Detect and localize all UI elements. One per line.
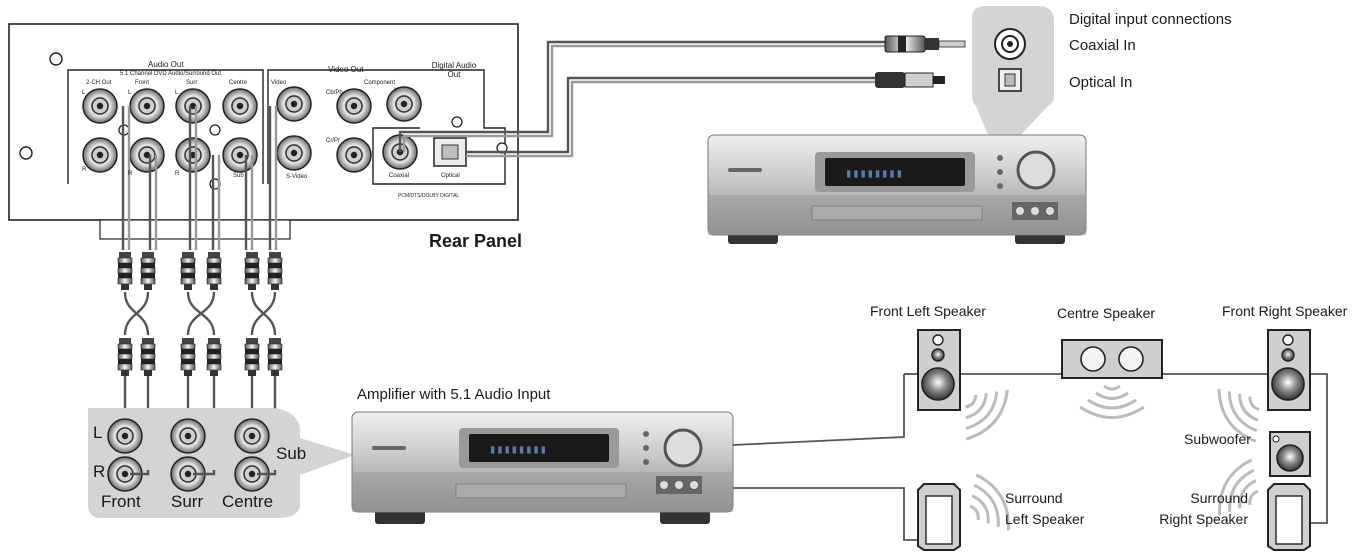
rca-plugs-upper	[117, 251, 283, 291]
centre-speaker-label: Centre Speaker	[1057, 305, 1156, 321]
r-jack-label-3: R	[175, 171, 180, 177]
amplifier: ▮▮▮▮▮▮▮▮	[351, 411, 734, 524]
video-jack-label: Video	[271, 80, 287, 86]
svg-text:▮▮▮▮▮▮▮▮: ▮▮▮▮▮▮▮▮	[845, 166, 903, 180]
l-jack-label-2: L	[128, 90, 132, 96]
y-label: Y	[394, 88, 399, 94]
front-left-speaker-label: Front Left Speaker	[870, 303, 986, 319]
amp-input-centre-label: Centre	[222, 492, 274, 511]
audio-out-label: Audio Out	[148, 60, 184, 69]
digital-input-callout	[875, 6, 1054, 140]
coaxial-jack-label: Coaxial	[389, 173, 410, 179]
video-out-label: Video Out	[328, 65, 364, 74]
amp-input-l-label: L	[93, 423, 103, 442]
optical-in-label: Optical In	[1069, 74, 1133, 91]
front-right-speaker-label: Front Right Speaker	[1222, 303, 1348, 319]
rca-plugs-lower	[117, 337, 283, 377]
amp-input-r-label: R	[93, 462, 106, 481]
rear-panel-title: Rear Panel	[429, 231, 523, 251]
surround-right-label-1: Surround	[1190, 490, 1248, 506]
amplifier-title: Amplifier with 5.1 Audio Input	[357, 386, 551, 403]
speaker-centre	[1061, 339, 1163, 419]
amp-input-front-label: Front	[101, 492, 141, 511]
l-jack-label-3: L	[175, 90, 179, 96]
svg-text:▮▮▮▮▮▮▮▮: ▮▮▮▮▮▮▮▮	[489, 442, 547, 456]
subwoofer-label: Subwoofer	[1184, 431, 1251, 447]
speaker-subwoofer	[1269, 431, 1311, 477]
front-jack-label: Front	[135, 80, 150, 86]
sub-jack-label: Sub	[233, 173, 244, 179]
surround-right-label-2: Right Speaker	[1159, 511, 1248, 527]
s-video-label: S-Video	[286, 174, 308, 180]
centre-jack-label: Centre	[229, 80, 248, 86]
two-ch-out-label: 2-CH Out	[86, 80, 112, 86]
digital-input-title: Digital input connections	[1069, 11, 1232, 28]
surround-left-label-1: Surround	[1005, 490, 1063, 506]
r-jack-label-2: R	[128, 171, 133, 177]
format-note-label: PCM/DTS/DOLBY DIGITAL	[398, 193, 460, 199]
digital-receiver: ▮▮▮▮▮▮▮▮	[707, 134, 1087, 244]
cr-pr-label: Cr/Pr	[326, 138, 340, 144]
digital-cables	[398, 40, 885, 158]
cb-pb-label: Cb/Pb	[326, 90, 343, 96]
coaxial-in-label: Coaxial In	[1069, 37, 1136, 54]
l-jack-label: L	[82, 90, 86, 96]
surround-left-label-2: Left Speaker	[1005, 511, 1085, 527]
audio-out-subtitle: 5.1 Channel DVD Audio/Surround Out	[120, 71, 222, 77]
amp-input-callout	[88, 408, 355, 518]
speaker-front-right	[1208, 329, 1311, 449]
amp-input-sub-label: Sub	[276, 444, 307, 463]
digital-audio-out-label: Digital Audio Out	[431, 61, 477, 79]
speaker-surround-right	[1209, 453, 1311, 551]
component-label: Component	[364, 80, 396, 86]
speaker-surround-left	[917, 468, 1019, 551]
speaker-front-left	[917, 329, 1017, 448]
amp-input-surr-label: Surr	[171, 492, 204, 511]
speaker-wires	[732, 373, 1328, 541]
r-jack-label: R	[82, 167, 87, 173]
optical-jack-label: Optical	[441, 173, 460, 179]
surr-jack-label: Surr	[186, 80, 198, 86]
